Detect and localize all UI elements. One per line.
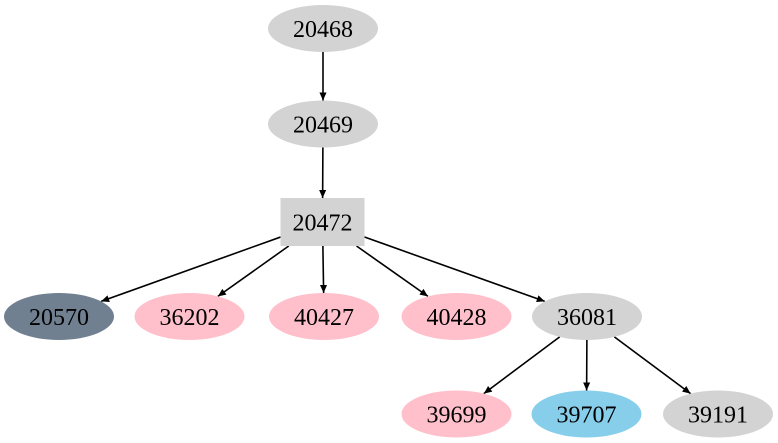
node-36081: 36081	[532, 293, 642, 340]
edge-20472-40427	[319, 245, 328, 294]
node-ellipse-shape	[4, 293, 114, 340]
node-20472: 20472	[280, 198, 365, 246]
node-ellipse-shape	[134, 293, 245, 340]
node-label: 20468	[293, 17, 353, 43]
node-39699: 39699	[401, 390, 512, 438]
node-label: 39191	[688, 402, 748, 428]
edge-20472-36202	[217, 245, 290, 298]
node-ellipse-shape	[663, 390, 773, 438]
node-label: 20570	[29, 305, 89, 331]
node-ellipse-shape	[401, 390, 512, 438]
edge-36081-39699	[483, 336, 561, 395]
node-40428: 40428	[401, 293, 512, 340]
edges-layer	[100, 52, 692, 395]
node-20570: 20570	[4, 293, 114, 340]
node-label: 40428	[427, 305, 487, 331]
node-label: 36081	[557, 305, 617, 331]
node-label: 39707	[557, 402, 617, 428]
node-box-shape	[280, 198, 365, 246]
edge-20472-40428	[356, 245, 429, 298]
node-ellipse-shape	[531, 390, 642, 438]
edge-20472-20570	[100, 236, 281, 303]
node-label: 20472	[293, 210, 353, 236]
node-label: 36202	[160, 305, 220, 331]
node-label: 40427	[294, 305, 354, 331]
node-20469: 20469	[268, 100, 378, 148]
nodes-layer: 20468 20469 20472 20570 36202 40427 40428 36081…	[4, 5, 773, 438]
node-ellipse-shape	[532, 293, 642, 340]
node-39707: 39707	[531, 390, 642, 438]
node-ellipse-shape	[268, 100, 378, 148]
node-label: 39699	[427, 402, 487, 428]
node-40427: 40427	[269, 293, 379, 340]
node-ellipse-shape	[268, 5, 378, 52]
node-ellipse-shape	[401, 293, 512, 340]
edge-36081-39191	[613, 336, 692, 395]
node-36202: 36202	[134, 293, 245, 340]
node-39191: 39191	[663, 390, 773, 438]
node-20468: 20468	[268, 5, 378, 52]
node-label: 20469	[293, 112, 353, 138]
edge-20472-36081	[364, 236, 546, 303]
node-ellipse-shape	[269, 293, 379, 340]
